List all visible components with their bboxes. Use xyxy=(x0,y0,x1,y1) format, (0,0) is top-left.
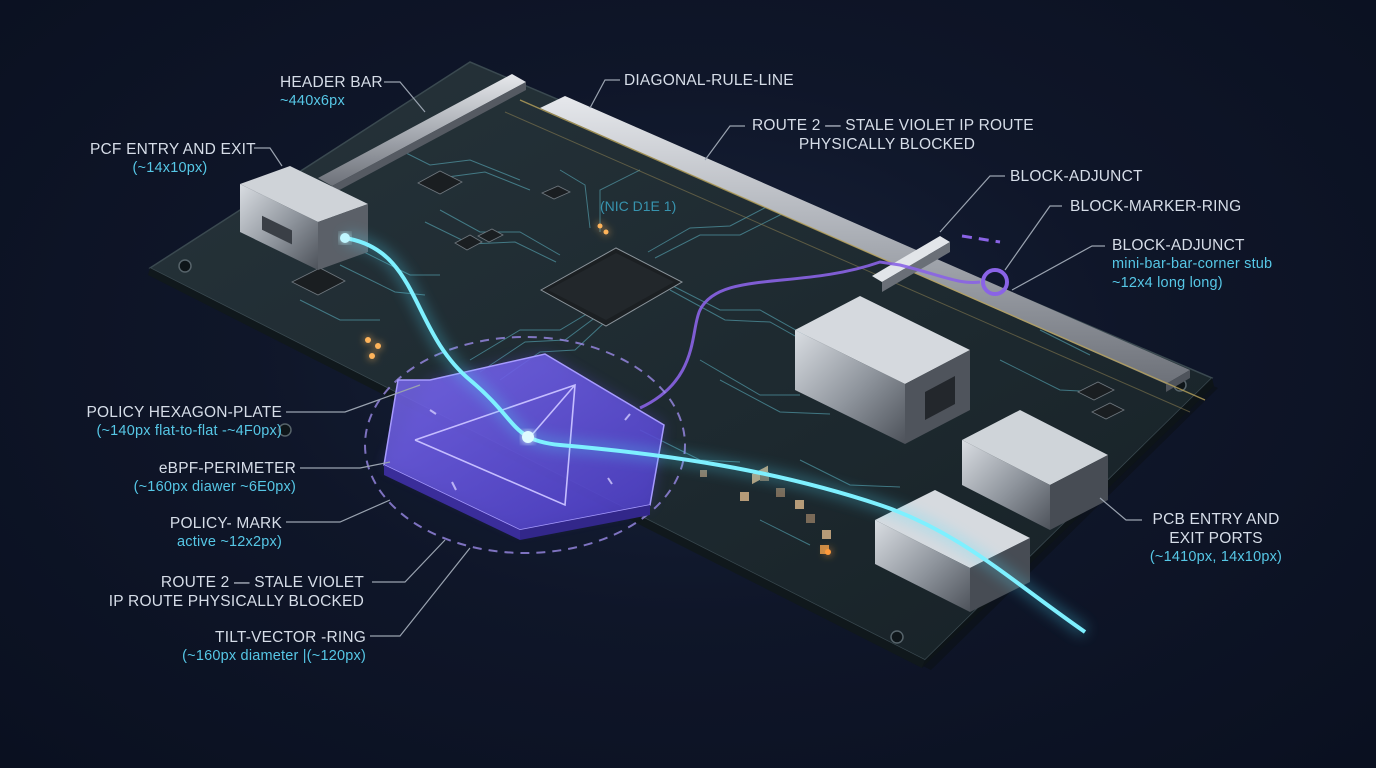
label-diagonal-rule-title: DIAGONAL-RULE-LINE xyxy=(624,72,794,89)
label-ebpf-perimeter-title: eBPF-PERIMETER xyxy=(158,460,296,477)
label-block-adjunct-2: BLOCK-ADJUNCT mini-bar-bar-corner stub ~… xyxy=(1112,236,1272,293)
label-block-adjunct-1: BLOCK-ADJUNCT xyxy=(1010,167,1143,186)
label-pcb-entry-sub: (~1410px, 14x10px) xyxy=(1149,549,1283,565)
header-bar xyxy=(318,74,526,194)
label-route2-top: ROUTE 2 — STALE VIOLET IP ROUTE PHYSICAL… xyxy=(752,116,1034,154)
label-header-bar: HEADER BAR ~440x6px xyxy=(280,73,383,111)
label-pcf-entry-sub: (~14x10px) xyxy=(132,160,208,176)
label-ebpf-perimeter: eBPF-PERIMETER (~160px diawer ~6E0px) xyxy=(60,459,296,497)
label-policy-mark: POLICY- MARK active ~12x2px) xyxy=(60,514,282,552)
label-route2-left: ROUTE 2 — STALE VIOLET IP ROUTE PHYSICAL… xyxy=(60,573,364,611)
small-chips xyxy=(291,170,1125,420)
status-leds xyxy=(365,223,831,555)
label-route2-top-line2: PHYSICALLY BLOCKED xyxy=(798,136,976,153)
label-policy-mark-title: POLICY- MARK xyxy=(169,515,282,532)
label-policy-hexagon: POLICY HEXAGON-PLATE (~140px flat-to-fla… xyxy=(40,403,282,441)
label-policy-mark-sub: active ~12x2px) xyxy=(177,534,282,550)
label-block-marker-ring-title: BLOCK-MARKER-RING xyxy=(1070,198,1242,215)
block-adjunct-bar xyxy=(872,236,950,292)
label-pcb-entry: PCB ENTRY AND EXIT PORTS (~1410px, 14x10… xyxy=(1138,510,1294,567)
label-block-adjunct-1-title: BLOCK-ADJUNCT xyxy=(1010,168,1143,185)
callout-leaders xyxy=(254,79,1142,637)
label-route2-left-line1: ROUTE 2 — STALE VIOLET xyxy=(160,574,364,591)
label-block-adjunct-2-title: BLOCK-ADJUNCT xyxy=(1112,237,1245,254)
label-header-bar-sub: ~440x6px xyxy=(280,93,345,109)
label-pcb-entry-line1: PCB ENTRY AND xyxy=(1152,511,1280,528)
sfp-port-upper xyxy=(962,410,1108,530)
label-route2-left-line2: IP ROUTE PHYSICALLY BLOCKED xyxy=(108,593,364,610)
board-tag: (NIC D1E 1) xyxy=(600,198,677,214)
cyan-route xyxy=(340,233,1088,637)
label-pcb-entry-line2: EXIT PORTS xyxy=(1169,530,1263,547)
label-header-bar-title: HEADER BAR xyxy=(280,74,383,91)
diagonal-rule-line xyxy=(504,96,1206,413)
policy-hexagon-plate xyxy=(383,353,665,540)
label-block-adjunct-2-sub1: mini-bar-bar-corner stub xyxy=(1112,256,1273,272)
label-policy-hexagon-sub: (~140px flat-to-flat -~4F0px) xyxy=(96,423,282,439)
rj45-port xyxy=(795,296,970,444)
label-pcf-entry: PCF ENTRY AND EXIT (~14x10px) xyxy=(90,140,256,178)
label-policy-hexagon-title: POLICY HEXAGON-PLATE xyxy=(86,404,282,421)
label-block-adjunct-2-sub2: ~12x4 long long) xyxy=(1112,275,1223,291)
ebpf-perimeter-ring xyxy=(364,336,686,554)
pcf-entry-port xyxy=(240,166,368,270)
label-pcf-entry-title: PCF ENTRY AND EXIT xyxy=(90,141,256,158)
label-tilt-vector-sub: (~160px diameter |(~120px) xyxy=(182,648,366,664)
label-block-marker-ring: BLOCK-MARKER-RING xyxy=(1070,197,1241,216)
label-route2-top-line1: ROUTE 2 — STALE VIOLET IP ROUTE xyxy=(752,117,1034,134)
violet-route xyxy=(639,234,1009,410)
label-tilt-vector: TILT-VECTOR -RING (~160px diameter |(~12… xyxy=(60,628,366,666)
main-chip xyxy=(539,247,684,327)
label-tilt-vector-title: TILT-VECTOR -RING xyxy=(215,629,366,646)
label-diagonal-rule: DIAGONAL-RULE-LINE xyxy=(624,71,794,90)
policy-mark-node xyxy=(522,431,534,443)
block-marker-ring-shape xyxy=(981,268,1009,296)
label-ebpf-perimeter-sub: (~160px diawer ~6E0px) xyxy=(133,479,296,495)
